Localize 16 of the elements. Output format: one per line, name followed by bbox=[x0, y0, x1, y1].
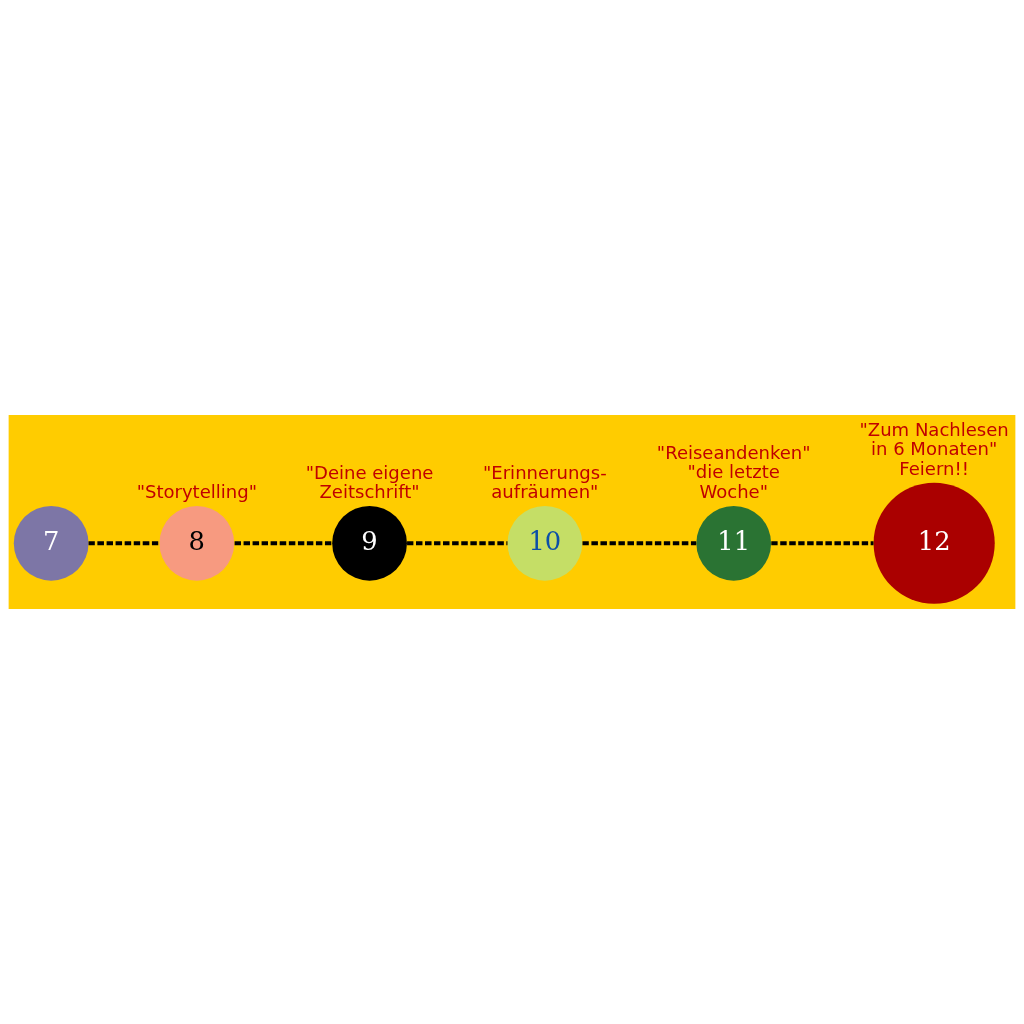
connector bbox=[407, 541, 508, 546]
node-circle: 7 bbox=[13, 505, 89, 581]
connector bbox=[88, 541, 160, 546]
node-label: "Deine eigene Zeitschrift" bbox=[305, 462, 434, 503]
connector bbox=[234, 541, 332, 546]
node-circle: 12 bbox=[873, 482, 995, 604]
node-circle: 9 bbox=[332, 505, 407, 581]
node-circle: 11 bbox=[696, 505, 772, 581]
node-label: "Erinnerungs- aufräumen" bbox=[483, 462, 607, 503]
node-circle: 10 bbox=[507, 505, 583, 581]
node-label: "Zum Nachlesen in 6 Monaten" Feiern!! bbox=[859, 418, 1009, 479]
connector bbox=[582, 541, 697, 546]
node-label: "Storytelling" bbox=[136, 480, 257, 502]
connector bbox=[771, 541, 874, 546]
node-circle: 8 bbox=[159, 505, 235, 581]
node-label: "Reiseandenken" "die letzte Woche" bbox=[656, 442, 811, 502]
